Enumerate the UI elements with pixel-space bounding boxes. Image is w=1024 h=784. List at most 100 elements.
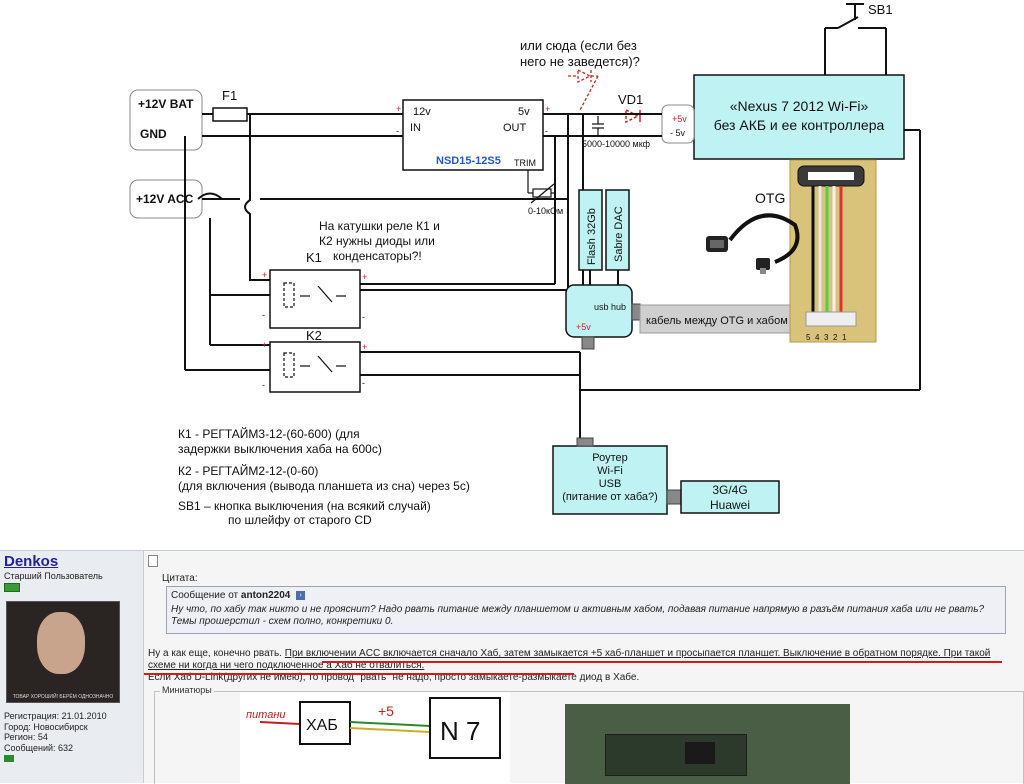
quote-block: Сообщение от anton2204 › Ну что, по хабу…: [166, 586, 1006, 634]
converter-5v-label: 5v: [518, 106, 530, 118]
sketch-hub-label: ХАБ: [306, 717, 338, 734]
gnd-label: GND: [140, 127, 167, 141]
attachments-label: Миниатюры: [160, 685, 214, 695]
converter-12v-label: 12v: [413, 106, 431, 118]
converter-trim-label: TRIM: [514, 158, 536, 168]
quote-author: anton2204: [240, 590, 291, 601]
k1-label: K1: [306, 250, 322, 265]
user-meta: Регистрация: 21.01.2010 Город: Новосибир…: [4, 711, 107, 753]
converter-minus-in: -: [396, 126, 399, 136]
k1-plus-out: +: [362, 272, 367, 282]
capacitor: [592, 116, 604, 136]
router-line3: USB: [599, 478, 622, 490]
acc-label: +12V ACC: [136, 192, 194, 206]
f1-fuse: [212, 107, 248, 122]
vd1-diode: [625, 108, 641, 124]
k2-minus-in: -: [262, 380, 265, 390]
bat-label: +12V BAT: [138, 97, 194, 111]
pin-2: 2: [833, 333, 838, 342]
user-info-panel: Denkos Старший Пользователь ТОВАР ХОРОШИ…: [0, 551, 142, 783]
user-title: Старший Пользователь: [4, 571, 103, 581]
photo-board: [605, 734, 747, 776]
relay-k2-internals: [283, 352, 346, 378]
flash-label: Flash 32Gb: [586, 208, 598, 265]
post-text: Ну а как еще, конечно рвать. При включен…: [148, 648, 1018, 684]
view-post-icon[interactable]: ›: [296, 590, 306, 600]
converter-name: NSD15-12S5: [436, 155, 501, 167]
user-city: Город: Новосибирск: [4, 721, 88, 732]
trim-resistor-label: 0-10кОм: [528, 206, 563, 216]
router-line4: (питание от хаба?): [562, 491, 658, 503]
modem-box: [680, 480, 780, 514]
vd1-label: VD1: [618, 92, 643, 107]
router-line2: Wi-Fi: [597, 465, 623, 477]
avatar-caption: ТОВАР ХОРОШИЙ! БЕРЁМ ОДНОЗНАЧНО: [12, 694, 114, 700]
post-body: Цитата: Сообщение от anton2204 › Ну что,…: [143, 551, 1024, 784]
sketch-power-label: питани: [246, 709, 286, 721]
f1-label: F1: [222, 88, 237, 103]
legend-line3: К2 - РЕГТАЙМ2-12-(0-60): [178, 463, 318, 478]
micro-usb-inner: [808, 172, 854, 180]
converter-plus-out: +: [545, 104, 550, 114]
nexus-subtitle: без АКБ и ее контроллера: [714, 117, 885, 133]
sketch-n7-label: N 7: [440, 716, 480, 746]
avatar-face: [37, 612, 85, 674]
pin-3: 3: [824, 333, 829, 342]
photo-thumbnail[interactable]: [565, 704, 850, 784]
converter-minus-out: -: [545, 126, 548, 136]
router-port: [576, 437, 594, 447]
photo-chip: [685, 742, 715, 764]
usb-hub-label: usb hub: [594, 302, 626, 312]
legend-line1: К1 - РЕГТАЙМ3-12-(60-600) (для: [178, 426, 360, 441]
nexus-title: «Nexus 7 2012 Wi-Fi»: [730, 98, 869, 114]
hub-port: [631, 303, 641, 321]
flash-module: [578, 189, 603, 271]
otg-label: OTG: [755, 190, 785, 206]
k2-plus-out: +: [362, 342, 367, 352]
acc-crossing-hop: [197, 192, 223, 200]
coil-note-line2: К2 нужны диоды или: [319, 234, 435, 248]
post-line1-underlined: При включении ACC включается сначало Хаб…: [148, 648, 991, 671]
legend-line5: SB1 – кнопка выключения (на всякий случа…: [178, 499, 431, 513]
user-post-count: Сообщений: 632: [4, 742, 74, 753]
hand-sketch-thumbnail[interactable]: питани ХАБ +5 N 7: [240, 692, 510, 784]
dac-module: [605, 189, 630, 271]
relay-k1-internals: [283, 282, 346, 308]
minus5v-label: - 5v: [670, 128, 686, 138]
sb1-switch: [824, 3, 887, 75]
converter-plus-in: +: [396, 104, 401, 114]
legend-line6: по шлейфу от старого CD: [228, 513, 372, 527]
sketch-plus5-label: +5: [378, 703, 394, 719]
converter-out-label: OUT: [503, 122, 527, 134]
username-link[interactable]: Denkos: [4, 553, 59, 570]
post-icon: [148, 555, 158, 567]
modem-line1: 3G/4G: [712, 483, 747, 497]
bat-source-box: [129, 89, 203, 151]
converter-in-label: IN: [410, 122, 421, 134]
k1-plus-in: +: [262, 270, 267, 280]
quote-text: Ну что, по хабу так никто и не прояснит?…: [171, 604, 985, 627]
post-line2: Если Хаб D-Link(других не имею), то пров…: [148, 672, 640, 683]
pin-5: 5: [806, 333, 811, 342]
alt-diode: [568, 68, 599, 111]
red-underline-2: [144, 673, 574, 675]
forum-post: Denkos Старший Пользователь ТОВАР ХОРОШИ…: [0, 550, 1024, 784]
router-box: [552, 445, 668, 515]
red-underline-1: [322, 661, 1002, 663]
dac-label: Sabre DAC: [613, 206, 625, 262]
relay-k1: [269, 269, 361, 329]
alt-note-line2: него не заведется)?: [520, 54, 640, 69]
post-line1-start: Ну а как еще, конечно рвать.: [148, 648, 285, 659]
circuit-schematic: SB1 или сюда (если без него не заведется…: [129, 2, 921, 527]
avatar[interactable]: ТОВАР ХОРОШИЙ! БЕРЁМ ОДНОЗНАЧНО: [6, 601, 120, 703]
reputation-badge: [4, 583, 20, 592]
modem-line2: Huawei: [710, 498, 750, 512]
k1-minus-out: -: [362, 312, 365, 322]
plus5v-label: +5v: [672, 114, 687, 124]
router-line1: Роутер: [592, 452, 628, 464]
k2-label: K2: [306, 328, 322, 343]
quote-prefix: Сообщение от: [171, 590, 239, 601]
capacitor-label: 5000-10000 мкф: [582, 139, 651, 149]
pin-4: 4: [815, 333, 820, 342]
legend-line2: задержки выключения хаба на 600с): [178, 442, 382, 456]
